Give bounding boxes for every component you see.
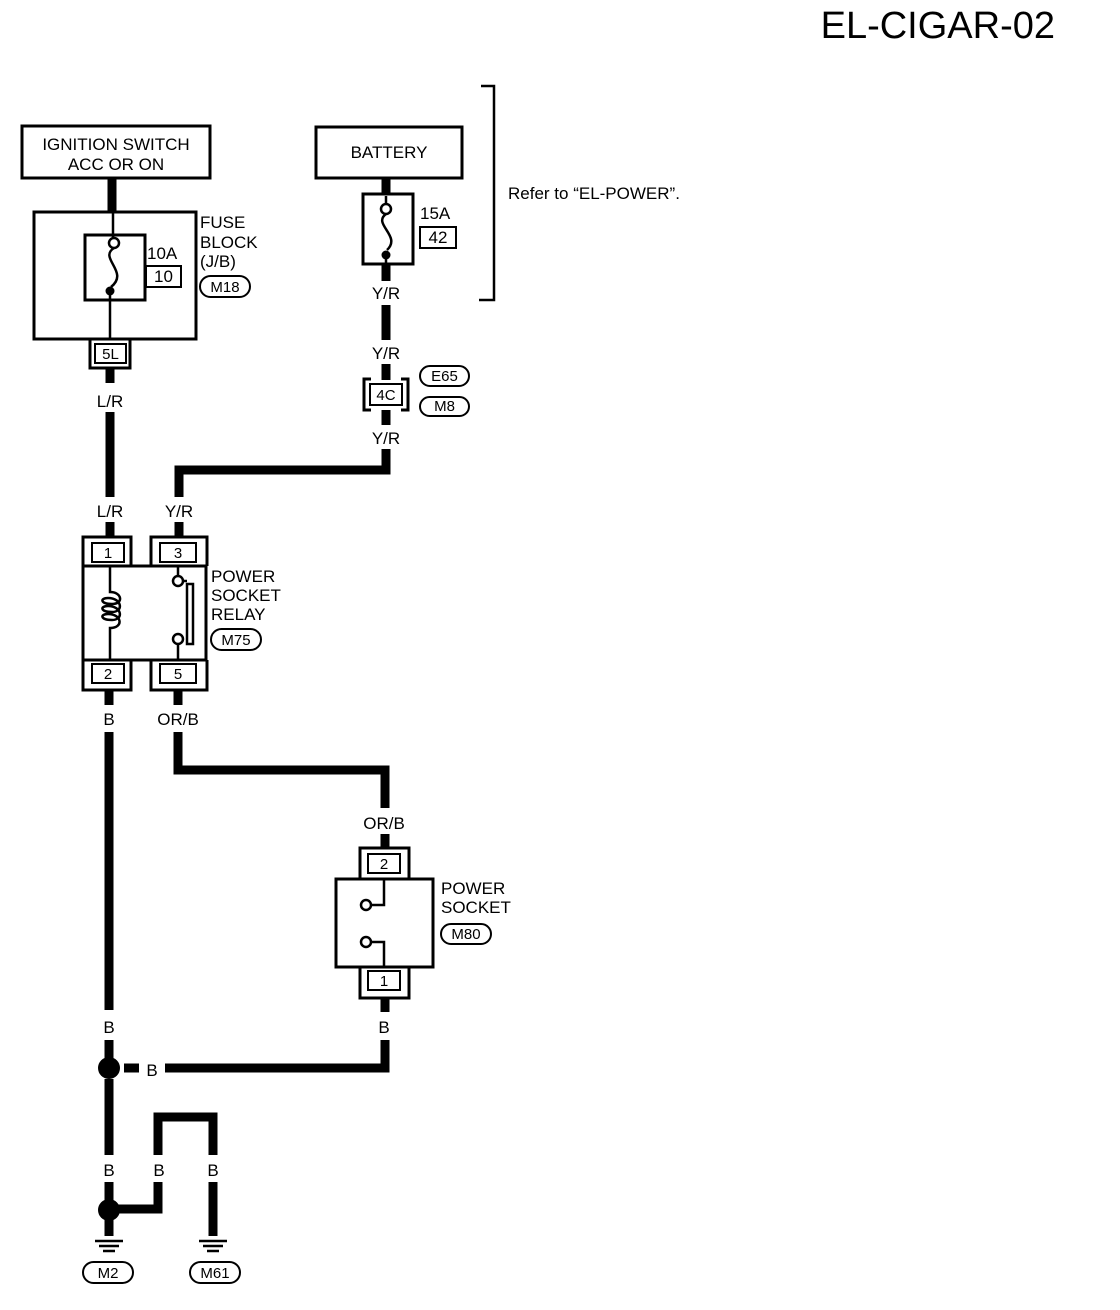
splice-junction-upper	[98, 1057, 120, 1079]
connector-4c-left-shell	[362, 377, 371, 412]
fuse-15a-top-pin	[379, 202, 393, 216]
socket-terminal-1-body	[367, 970, 401, 991]
socket-name-line1: POWER	[441, 879, 505, 898]
fuse-block-name-line3: (J/B)	[200, 252, 236, 271]
connector-5l-label: 5L	[102, 346, 119, 363]
relay-terminal-2-body	[91, 663, 125, 684]
socket-contact-top-lead	[371, 879, 386, 907]
wire-relay-to-socket	[173, 732, 390, 808]
connector-5l-body	[94, 343, 127, 364]
refer-note: Refer to “EL-POWER”.	[508, 184, 680, 203]
ignition-switch-box	[20, 124, 212, 180]
wire-joint-to-relay	[174, 449, 391, 497]
socket-terminal-1-label: 1	[380, 973, 388, 990]
ground-m61-badge	[189, 1261, 241, 1284]
wire-color-m61-loop-left: B	[153, 1161, 164, 1180]
splice-junction-lower	[98, 1199, 120, 1221]
socket-contact-bottom	[359, 935, 373, 949]
relay-switch-contact-bottom	[171, 632, 185, 646]
fuse-15a-number: 42	[429, 228, 448, 247]
wire-color-ground-trunk-upper: B	[103, 1018, 114, 1037]
fuse-15a-element-icon	[380, 212, 393, 251]
socket-contact-bottom-lead	[371, 940, 386, 967]
socket-terminal-2-shell	[358, 846, 411, 879]
fuse-15a-number-box	[419, 226, 457, 249]
connector-4c-right-shell	[401, 377, 410, 412]
fuse-15a-rating: 15A	[420, 204, 451, 223]
relay-terminal-3-shell	[149, 535, 209, 566]
ground-m2-icon	[95, 1239, 123, 1253]
wire-m61-loop	[153, 1112, 218, 1155]
relay-name-line3: RELAY	[211, 605, 266, 624]
relay-connector-id: M75	[221, 632, 250, 649]
relay-name-line1: POWER	[211, 567, 275, 586]
wire-junction-to-m61-loop	[118, 1182, 163, 1214]
relay-coil-icon	[101, 566, 122, 660]
socket-connector-badge	[440, 923, 492, 945]
fuse-10a-number-box	[145, 265, 182, 288]
socket-name-line2: SOCKET	[441, 898, 511, 917]
connector-m8-id: M8	[434, 398, 455, 415]
wire-color-battery-fuse-out: Y/R	[372, 284, 400, 303]
ground-m2-badge	[82, 1261, 134, 1284]
connector-4c-label: 4C	[376, 387, 395, 404]
wire-socket-to-junction	[165, 1040, 390, 1073]
relay-terminal-1-label: 1	[104, 545, 112, 562]
wire-color-relay-t2-out: B	[103, 710, 114, 729]
wire-color-relay-t3-in: Y/R	[165, 502, 193, 521]
connector-4c-body	[369, 383, 403, 406]
fuse-block-name-line1: FUSE	[200, 213, 245, 232]
wire-color-m61-loop-right: B	[207, 1161, 218, 1180]
diagram-title: EL-CIGAR-02	[821, 5, 1055, 47]
fuse-10a-number: 10	[154, 267, 173, 286]
fuse-block-name-line2: BLOCK	[200, 233, 258, 252]
relay-connector-badge	[210, 628, 262, 651]
socket-terminal-2-label: 2	[380, 856, 388, 873]
socket-contact-top	[359, 898, 373, 912]
socket-connector-id: M80	[451, 926, 480, 943]
relay-terminal-2-label: 2	[104, 666, 112, 683]
wire-color-socket-t1-out: B	[378, 1018, 389, 1037]
wire-color-joint-out: Y/R	[372, 429, 400, 448]
relay-terminal-3-body	[159, 542, 197, 563]
fuse-10a-rating: 10A	[147, 244, 178, 263]
relay-terminal-5-label: 5	[174, 666, 182, 683]
battery-label: BATTERY	[351, 143, 428, 162]
relay-terminal-5-body	[159, 663, 197, 684]
fuse-10a-top-pin	[107, 236, 121, 250]
relay-terminal-3-label: 3	[174, 545, 182, 562]
fuse-block-connector-badge	[199, 275, 251, 298]
wire-color-joint-in: Y/R	[372, 344, 400, 363]
wire-color-relay-t5-out: OR/B	[157, 710, 199, 729]
ignition-switch-label: IGNITION SWITCH	[42, 135, 189, 154]
ground-m2-id: M2	[98, 1265, 119, 1282]
wire-color-fuse-block-out: L/R	[97, 392, 123, 411]
socket-terminal-2-body	[367, 853, 401, 874]
relay-terminal-1-body	[91, 542, 125, 563]
relay-name-line2: SOCKET	[211, 586, 281, 605]
relay-switch-contact-top	[171, 574, 185, 588]
wire-color-ground-trunk-lower: B	[103, 1161, 114, 1180]
wire-color-relay-t1-in: L/R	[97, 502, 123, 521]
fuse-block-connector-id: M18	[210, 279, 239, 296]
ignition-switch-state-label: ACC OR ON	[68, 155, 164, 174]
wire-color-junction-branch: B	[146, 1061, 157, 1080]
fuse-10a-element-icon	[108, 246, 119, 288]
power-supply-bracket	[479, 84, 496, 302]
ground-m61-icon	[199, 1239, 227, 1253]
relay-terminal-1-shell	[81, 535, 133, 566]
wire-color-socket-t2-in: OR/B	[363, 814, 405, 833]
connector-e65-id: E65	[431, 368, 458, 385]
connector-e65-badge	[419, 365, 470, 387]
relay-switch-bar-icon	[185, 582, 195, 646]
connector-m8-badge	[419, 396, 470, 417]
ground-m61-id: M61	[200, 1265, 229, 1282]
